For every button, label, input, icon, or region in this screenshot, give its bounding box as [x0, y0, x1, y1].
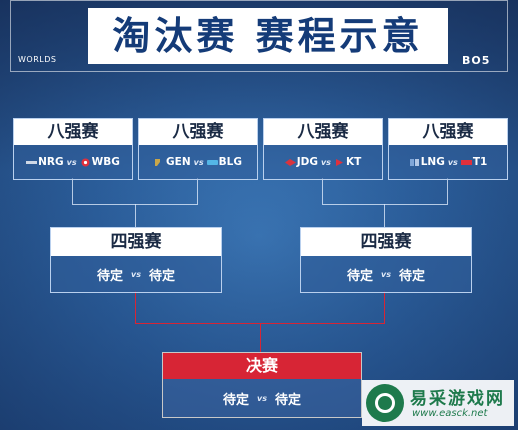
vs-label: vs	[66, 157, 77, 167]
team-name: JDG	[296, 156, 318, 168]
wbg-logo-icon	[81, 158, 90, 166]
final-card[interactable]: 决赛 待定 vs 待定	[162, 352, 362, 418]
nrg-logo-icon	[26, 160, 38, 164]
site-watermark: 易采游戏网 www.easck.net	[362, 380, 514, 426]
quarterfinal-card-2[interactable]: 八强赛 GEN vs BLG	[138, 118, 258, 180]
final-bracket-line	[260, 323, 261, 352]
semifinal-card-2[interactable]: 四强赛 待定 vs 待定	[300, 227, 472, 293]
gen-logo-icon	[155, 158, 161, 166]
team-name: 待定	[398, 268, 425, 284]
quarterfinal-card-4[interactable]: 八强赛 LNG vs T1	[388, 118, 508, 180]
matchup: GEN vs BLG	[139, 145, 257, 179]
vs-label: vs	[381, 269, 391, 279]
vs-label: vs	[447, 157, 458, 167]
matchup: NRG vs WBG	[14, 145, 132, 179]
quarterfinal-card-3[interactable]: 八强赛 JDG vs KT	[263, 118, 383, 180]
team-name: BLG	[218, 156, 242, 168]
quarterfinal-card-1[interactable]: 八强赛 NRG vs WBG	[13, 118, 133, 180]
watermark-url: www.easck.net	[412, 408, 488, 419]
site-logo-icon	[366, 384, 404, 422]
round-label: 八强赛	[389, 119, 507, 145]
watermark-name: 易采游戏网	[410, 389, 505, 409]
team-name: 待定	[346, 268, 373, 284]
matchup: JDG vs KT	[264, 145, 382, 179]
vs-label: vs	[131, 269, 141, 279]
matchup: LNG vs T1	[389, 145, 507, 179]
blg-logo-icon	[206, 159, 218, 165]
bracket-line	[447, 178, 448, 204]
round-label: 决赛	[163, 353, 361, 379]
round-label: 四强赛	[51, 228, 221, 256]
vs-label: vs	[193, 157, 204, 167]
team-name: NRG	[38, 156, 64, 168]
team-name: WBG	[91, 156, 120, 168]
matchup: 待定 vs 待定	[163, 379, 361, 417]
vs-label: vs	[257, 393, 267, 403]
team-name: 待定	[148, 268, 175, 284]
bracket-line	[322, 178, 323, 204]
kt-logo-icon	[335, 158, 343, 166]
matchup: 待定 vs 待定	[51, 256, 221, 292]
semifinal-card-1[interactable]: 四强赛 待定 vs 待定	[50, 227, 222, 293]
header-banner: 淘汰赛 赛程示意 WORLDS BO5	[10, 0, 508, 72]
jdg-logo-icon	[284, 158, 296, 166]
team-name: GEN	[166, 156, 191, 168]
bracket-line	[384, 204, 385, 227]
team-name: 待定	[96, 268, 123, 284]
team-name: 待定	[222, 392, 249, 408]
round-label: 八强赛	[14, 119, 132, 145]
worlds-tag: WORLDS	[18, 55, 57, 64]
bo5-tag: BO5	[462, 54, 491, 67]
team-name: KT	[345, 156, 362, 168]
team-name: 待定	[274, 392, 301, 408]
round-label: 四强赛	[301, 228, 471, 256]
team-name: T1	[472, 156, 488, 168]
round-label: 八强赛	[139, 119, 257, 145]
t1-logo-icon	[460, 159, 472, 165]
header-frame	[10, 0, 508, 72]
page-title: 淘汰赛 赛程示意	[88, 8, 448, 64]
round-label: 八强赛	[264, 119, 382, 145]
bracket-line	[72, 178, 73, 204]
final-bracket-line	[384, 291, 385, 324]
matchup: 待定 vs 待定	[301, 256, 471, 292]
bracket-line	[322, 204, 448, 205]
team-name: LNG	[420, 156, 445, 168]
final-bracket-line	[135, 291, 136, 324]
bracket-line	[197, 178, 198, 204]
vs-label: vs	[320, 157, 331, 167]
bracket-line	[135, 204, 136, 227]
lng-logo-icon	[409, 158, 419, 166]
